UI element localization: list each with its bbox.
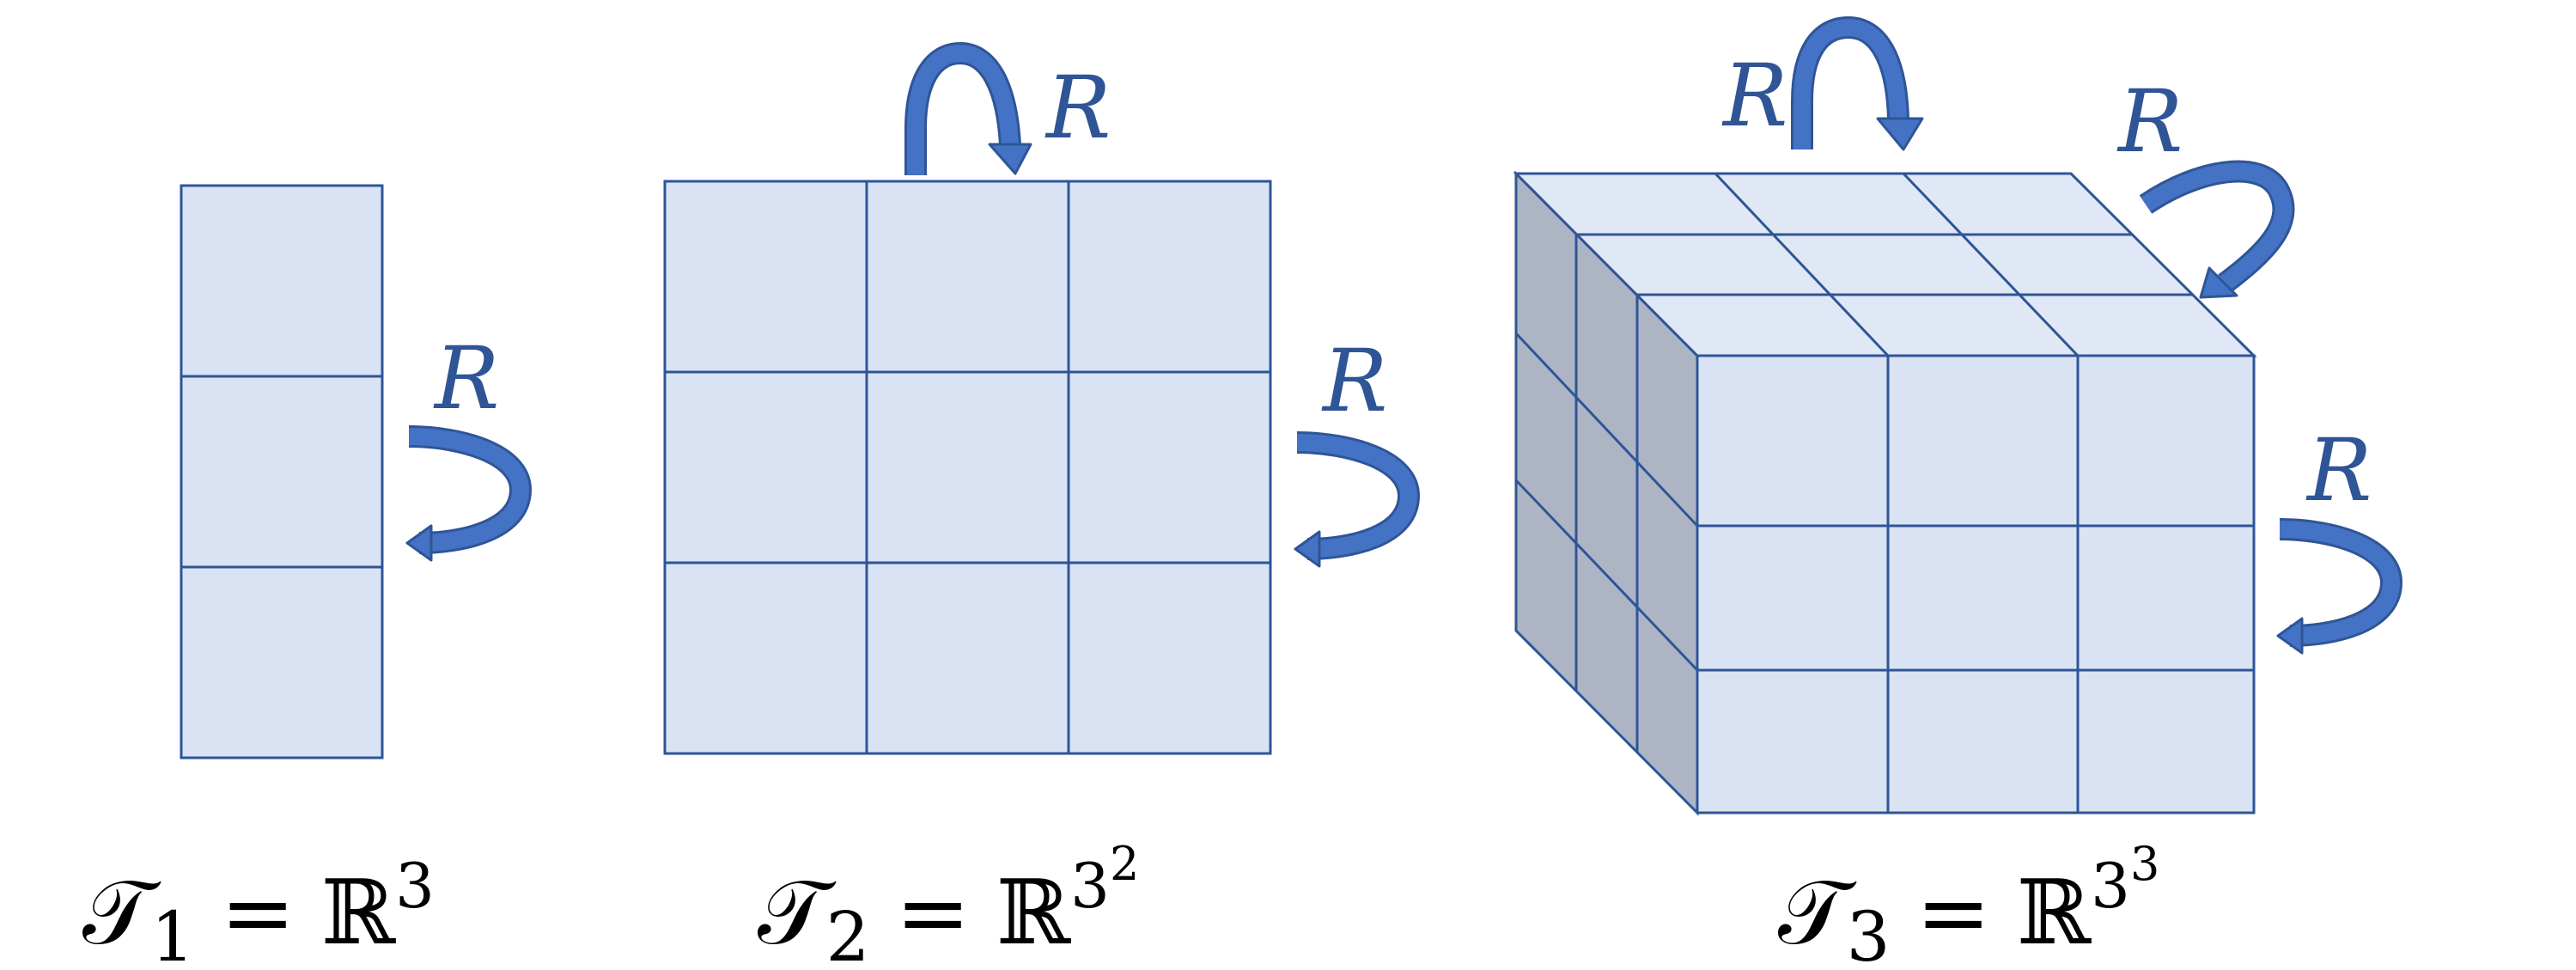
- grid-line: [1714, 172, 1890, 357]
- grid-cell: [663, 180, 868, 374]
- cube-grid: [1513, 170, 2257, 816]
- grid-cell: [1886, 354, 2080, 528]
- tensor-symbol: 𝒯: [82, 860, 161, 965]
- rotation-arrow-icon: [904, 41, 1032, 175]
- panel-t2: R R: [663, 41, 1409, 755]
- grid-cell: [1696, 524, 1890, 672]
- grid-cell: [663, 370, 868, 564]
- grid-cell: [1886, 524, 2080, 672]
- equals-sign: =: [1916, 860, 1991, 965]
- rotation-label: R: [1044, 58, 1111, 158]
- superscript-exponent: 2: [1110, 837, 1139, 891]
- grid-line: [1514, 332, 1699, 528]
- formula-t2: 𝒯2=ℝ32: [758, 837, 1139, 970]
- superscript: 3: [395, 850, 435, 922]
- grid-cell: [865, 561, 1070, 755]
- grid-cell: [1067, 561, 1272, 755]
- grid-cell: [1696, 668, 1890, 814]
- grid-cell: [2076, 524, 2256, 672]
- rotation-label: R: [1721, 46, 1787, 146]
- grid-cell: [663, 561, 868, 755]
- field-symbol: ℝ: [996, 860, 1072, 965]
- equals-sign: =: [221, 860, 295, 965]
- matrix-grid: [663, 180, 1272, 755]
- rotation-label: R: [2116, 71, 2183, 172]
- grid-cell: [180, 375, 384, 569]
- superscript: 3: [1070, 850, 1110, 922]
- field-symbol: ℝ: [321, 860, 397, 965]
- tensor-symbol: 𝒯: [758, 860, 837, 965]
- rotation-arrow-icon: [2139, 160, 2295, 299]
- grid-cell: [865, 180, 1070, 374]
- grid-cell: [1067, 370, 1272, 564]
- grid-line: [1514, 479, 1699, 672]
- panel-t1: R: [180, 184, 521, 760]
- grid-cell: [2076, 354, 2256, 528]
- grid-cell: [1886, 668, 2080, 814]
- subscript: 1: [151, 897, 195, 970]
- rotation-arrow-icon: [1295, 442, 1409, 568]
- rotation-arrow-icon: [2278, 529, 2391, 655]
- grid-cell: [1696, 354, 1890, 528]
- rotation-arrow-icon: [407, 436, 521, 562]
- panel-t3: R R R: [1513, 15, 2391, 816]
- equals-sign: =: [896, 860, 971, 965]
- rotation-label: R: [1321, 331, 1387, 431]
- formula-t3: 𝒯3=ℝ33: [1778, 837, 2159, 970]
- field-symbol: ℝ: [2017, 860, 2092, 965]
- grid-line: [1902, 172, 2080, 357]
- grid-cell: [1067, 180, 1272, 374]
- grid-cell: [180, 184, 384, 378]
- rotation-label: R: [433, 328, 499, 429]
- subscript: 3: [1847, 897, 1891, 970]
- rotation-arrow-icon: [1791, 15, 1924, 151]
- rotation-label: R: [2305, 420, 2372, 521]
- superscript-exponent: 3: [2130, 837, 2159, 891]
- formula-t1: 𝒯1 =ℝ3: [82, 850, 435, 970]
- tensor-symbol: 𝒯: [1778, 860, 1857, 965]
- grid-cell: [865, 370, 1070, 564]
- vector-grid: [180, 184, 384, 760]
- superscript: 3: [2091, 850, 2130, 922]
- subscript: 2: [826, 897, 870, 970]
- grid-cell: [180, 565, 384, 760]
- grid-cell: [2076, 668, 2256, 814]
